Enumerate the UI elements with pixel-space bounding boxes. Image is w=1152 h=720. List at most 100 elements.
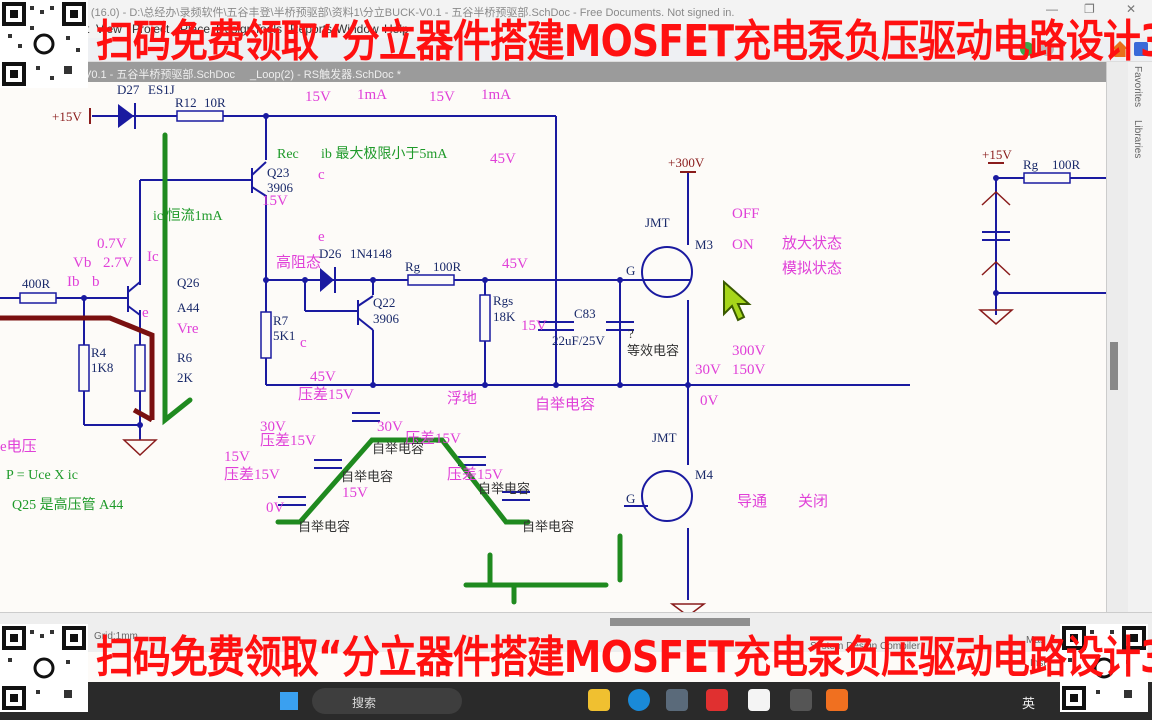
side-panel-tabs: Favorites Libraries (1128, 62, 1152, 622)
app-icon-7[interactable] (826, 689, 848, 711)
note-300v: 300V (732, 343, 766, 359)
vertical-scrollbar[interactable] (1110, 342, 1118, 390)
rg2-value: 100R (1052, 157, 1081, 172)
mask-level[interactable]: Mas (1026, 635, 1045, 646)
maximize-button[interactable]: ❐ (1084, 2, 1095, 16)
qr-code-bottom-right (1060, 624, 1148, 712)
note-15v-q23: 15V (262, 193, 288, 209)
note-150v: 150V (732, 362, 766, 378)
r7-value: 5K1 (273, 328, 296, 343)
power-15v-right-label: +15V (982, 147, 1012, 162)
menu-item-help[interactable]: Help (384, 22, 409, 36)
d26-value: 1N4148 (350, 246, 392, 261)
schematic-wires (0, 103, 1106, 612)
qr-code-top-left (0, 0, 88, 88)
taskbar-search[interactable]: 搜索 (312, 688, 462, 714)
tab-libraries[interactable]: Libraries (1132, 120, 1143, 159)
menu-item-place[interactable]: Place (180, 22, 211, 36)
note-rec: Rec (277, 147, 299, 162)
note-diff-15v-e: 压差15V (447, 467, 503, 483)
note-floating-ground: 浮地 (447, 391, 478, 407)
menu-item-design[interactable]: Design (216, 22, 254, 36)
document-tabs: V0.1 - 五谷半桥预驱部.SchDoc _Loop(2) - RS触发器.S… (0, 62, 1120, 82)
menu-item-project[interactable]: Project (132, 22, 170, 36)
note-15v-b: 15V (429, 89, 455, 105)
note-0v: 0V (700, 393, 719, 409)
m3-mfr: JMT (645, 215, 670, 230)
close-button[interactable]: ✕ (1126, 2, 1137, 16)
qr-pattern-icon (1062, 626, 1146, 710)
taskbar: 搜索 英 (0, 682, 1152, 720)
refresh-icon[interactable] (1020, 42, 1034, 56)
note-vb: Vb (73, 255, 92, 271)
d27-value: ES1J (148, 82, 175, 97)
menu-item-window[interactable]: Window (336, 22, 379, 36)
note-equiv-cap: 等效电容 (627, 343, 680, 358)
note-45v-b: 45V (502, 256, 528, 272)
c83-ref: C83 (574, 306, 596, 321)
note-30v: 30V (695, 362, 721, 378)
app-icon-3[interactable] (666, 689, 688, 711)
menu-item-tools[interactable]: Tools (254, 22, 283, 36)
stop-icon[interactable] (1040, 42, 1054, 56)
app-icon-6[interactable] (790, 689, 812, 711)
note-diff-15v: 压差15V (298, 387, 354, 403)
note-off: OFF (732, 206, 760, 222)
app-icon-4[interactable] (706, 689, 728, 711)
schematic-canvas[interactable]: D27 ES1J R12 10R +15V 15V 1mA 15V 1mA Re… (0, 82, 1106, 612)
r4-value: 1K8 (91, 360, 114, 375)
menu-item-view[interactable]: View (96, 22, 122, 36)
file-explorer-icon[interactable] (588, 689, 610, 711)
note-bootstrap-e: 自举电容 (478, 481, 531, 496)
horizontal-scrollbar[interactable] (610, 618, 750, 626)
tab-schdoc-main[interactable]: V0.1 - 五谷半桥预驱部.SchDoc (84, 69, 235, 81)
q23-value: 3906 (267, 180, 293, 195)
rg-value: 100R (433, 259, 462, 274)
qr-pattern-icon (2, 2, 86, 86)
note-diff-15v-b: 压差15V (260, 433, 316, 449)
tab-schdoc-rs[interactable]: _Loop(2) - RS触发器.SchDoc * (250, 69, 401, 81)
note-e: e (142, 305, 149, 321)
note-bootstrap-f: 自举电容 (522, 519, 575, 534)
ime-indicator[interactable]: 英 (1022, 696, 1036, 711)
tab-favorites[interactable]: Favorites (1132, 66, 1143, 108)
note-15v-c83: 15V (521, 318, 547, 334)
rgs-ref: Rgs (493, 293, 514, 308)
note-analog-state: 模拟状态 (782, 261, 843, 277)
watermark-banner-top: 扫码免费领取“分立器件搭建MOSFET充电泵负压驱动电路设计30集完整视频” (96, 16, 1152, 67)
note-bootstrap-d: 自举电容 (298, 519, 351, 534)
r4-ref: R4 (91, 345, 107, 360)
note-vre: Vre (177, 321, 199, 337)
rg2-ref: Rg (1023, 157, 1039, 172)
note-15v: 15V (305, 89, 331, 105)
grid-status: Grid:1mm (94, 631, 138, 642)
rg-ref: Rg (405, 259, 421, 274)
chart-app-icon[interactable] (748, 689, 770, 711)
minimize-button[interactable]: — (1046, 2, 1058, 16)
note-0-7v: 0.7V (97, 236, 127, 252)
note-on: ON (732, 237, 754, 253)
r6-value: 2K (177, 370, 193, 385)
m4-mfr: JMT (652, 430, 677, 445)
mouse-cursor-icon (723, 280, 752, 322)
c83-value: 22uF/25V (552, 333, 605, 348)
note-high-impedance: 高阻态 (276, 255, 322, 271)
window-title: er (16.0) - D:\总经办\录频软件\五谷丰登\半桥预驱部\资料1\分… (78, 7, 735, 19)
m3-ref: M3 (695, 237, 714, 252)
r12-ref: R12 (175, 95, 197, 110)
note-e-d26: e (318, 229, 325, 245)
windows-start-icon[interactable] (280, 692, 298, 710)
note-power-equation: P = Uce X ic (6, 468, 78, 483)
q26-value: A44 (177, 300, 200, 315)
system-status[interactable]: System Design Compiler (810, 641, 921, 652)
note-q25-high-voltage: Q25 是高压管 A44 (12, 498, 124, 513)
menu-item-reports[interactable]: Reports (290, 22, 333, 36)
r7-ref: R7 (273, 313, 289, 328)
home-icon[interactable] (1112, 41, 1128, 57)
instance-label: Inst (1030, 658, 1047, 669)
edge-icon[interactable] (628, 689, 650, 711)
nav-icon[interactable] (1134, 42, 1148, 56)
rgs-value: 18K (493, 309, 516, 324)
m4-ref: M4 (695, 467, 714, 482)
d26-ref: D26 (319, 246, 342, 261)
